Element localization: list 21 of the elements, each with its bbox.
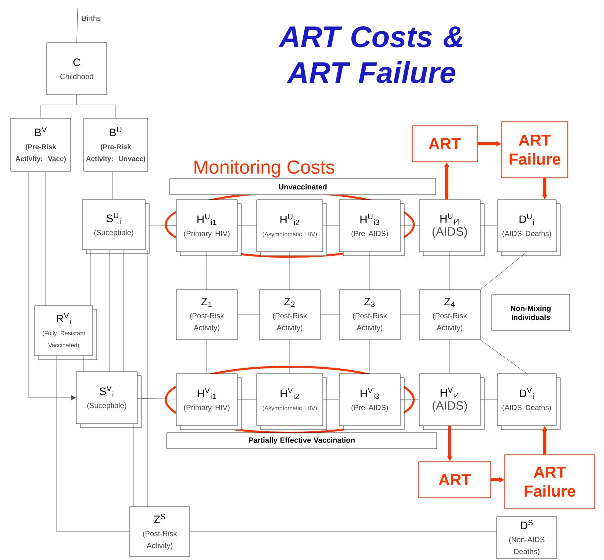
treatment-box: ART xyxy=(412,126,478,162)
connector-line xyxy=(480,252,528,290)
connector-line xyxy=(206,340,208,374)
connector-line xyxy=(76,95,116,118)
connector-line xyxy=(400,314,420,316)
connector-line xyxy=(90,250,92,306)
connector-line xyxy=(320,314,340,316)
treatment-box: ART Failure xyxy=(502,122,568,178)
connector-line xyxy=(480,340,528,374)
connector-line xyxy=(112,172,114,200)
title: ART Costs & ART Failure xyxy=(278,26,463,84)
cost-label: Monitoring Costs xyxy=(194,160,334,178)
connector-line xyxy=(76,8,78,43)
connector-line xyxy=(138,398,176,400)
connector-line xyxy=(56,356,130,532)
connector-line xyxy=(146,225,176,226)
connector-line xyxy=(238,314,260,316)
treatment-box: ART xyxy=(418,462,492,498)
connector-line xyxy=(206,252,208,290)
treatment-box: ART Failure xyxy=(504,454,596,510)
arrow xyxy=(28,172,76,400)
